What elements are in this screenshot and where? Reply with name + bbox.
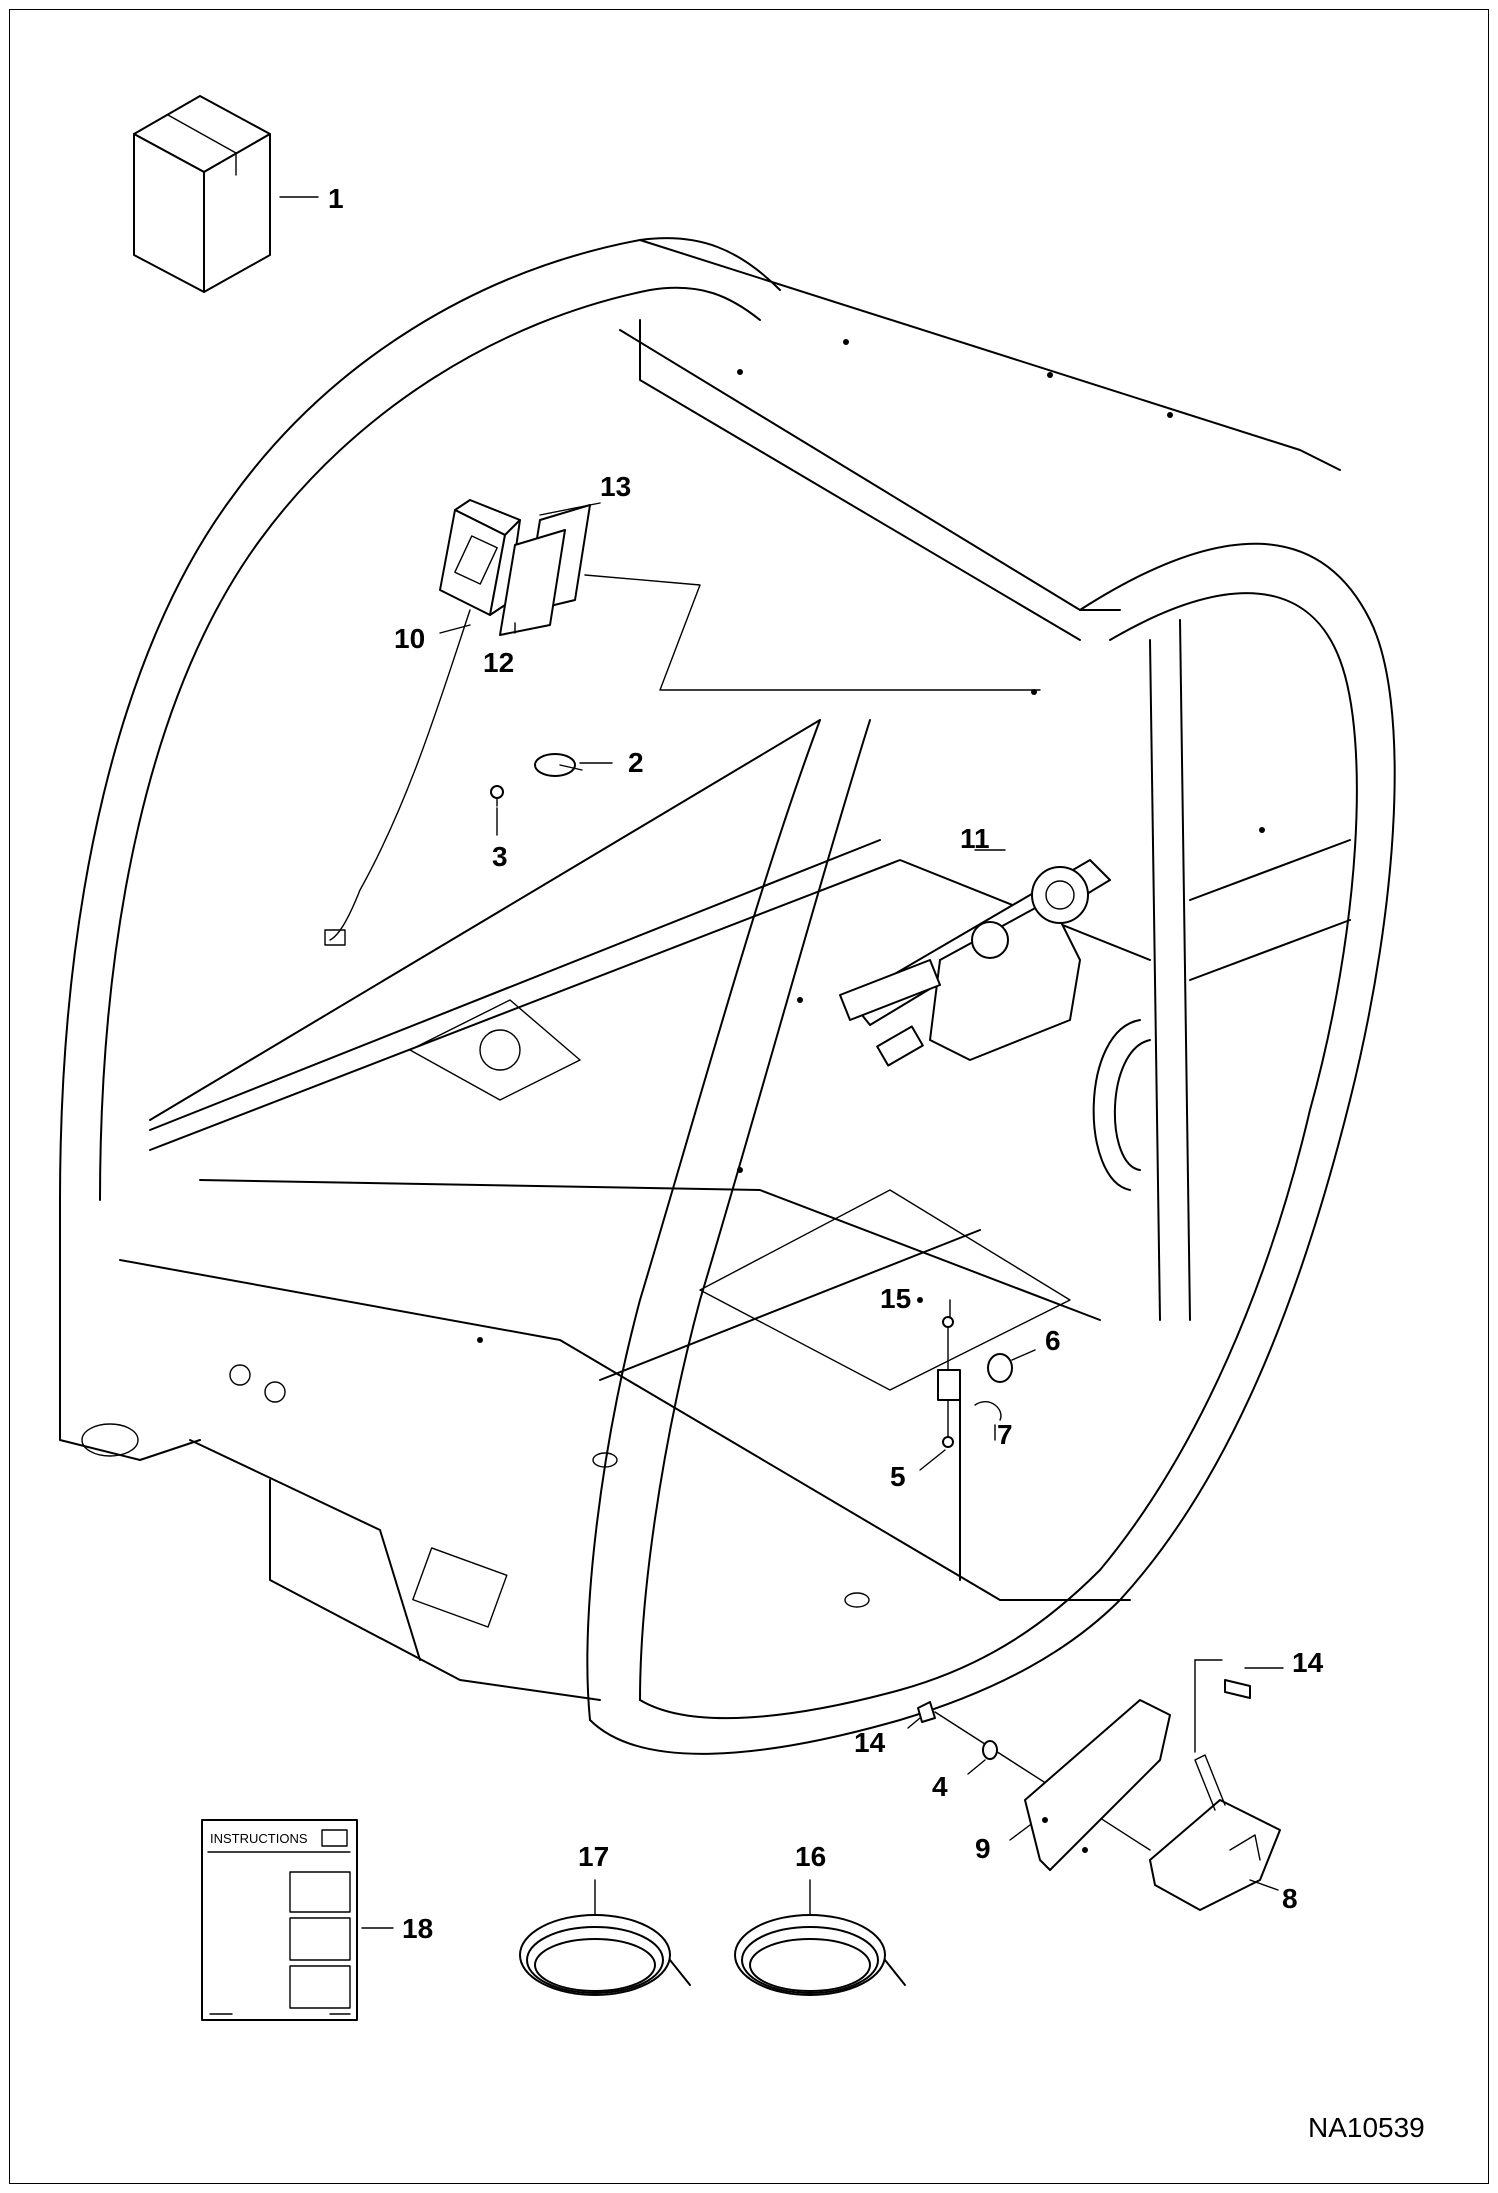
callout-5: 5 bbox=[890, 1461, 906, 1492]
fastener-stack bbox=[937, 1316, 1013, 1448]
kit-box bbox=[133, 95, 271, 293]
coiled-seal-17 bbox=[519, 1914, 691, 1996]
callout-14-lower: 14 bbox=[854, 1727, 886, 1758]
clip-and-screw bbox=[490, 753, 583, 807]
instructions-sheet: INSTRUCTIONS bbox=[201, 1819, 358, 2021]
callout-8: 8 bbox=[1282, 1883, 1298, 1914]
callout-9: 9 bbox=[975, 1833, 991, 1864]
callout-1: 1 bbox=[328, 183, 344, 214]
callout-16: 16 bbox=[795, 1841, 826, 1872]
mounting-plate-assembly bbox=[917, 1659, 1281, 1911]
callout-6: 6 bbox=[1045, 1325, 1061, 1356]
callout-13: 13 bbox=[600, 471, 631, 502]
leader-lines bbox=[279, 196, 1284, 1929]
callout-11: 11 bbox=[960, 823, 990, 854]
callout-12: 12 bbox=[483, 647, 514, 678]
callout-2: 2 bbox=[628, 747, 644, 778]
instructions-title: INSTRUCTIONS bbox=[210, 1831, 308, 1846]
drawing-id: NA10539 bbox=[1308, 2112, 1425, 2143]
page-border bbox=[9, 9, 1489, 2184]
switch-assembly bbox=[324, 499, 1041, 946]
callout-10: 10 bbox=[394, 623, 425, 654]
callout-17: 17 bbox=[578, 1841, 609, 1872]
callout-18: 18 bbox=[402, 1913, 433, 1944]
callout-7: 7 bbox=[997, 1419, 1013, 1450]
cab-frame bbox=[59, 237, 1396, 1755]
callout-3: 3 bbox=[492, 841, 508, 872]
callout-4: 4 bbox=[932, 1771, 948, 1802]
latch-assembly bbox=[839, 859, 1111, 1067]
coiled-seal-16 bbox=[734, 1914, 906, 1996]
callout-14-upper: 14 bbox=[1292, 1647, 1324, 1678]
callout-labels: 1 2 3 4 5 6 7 8 9 10 11 12 13 14 14 15 1… bbox=[328, 183, 1324, 1944]
callout-15: 15 bbox=[880, 1283, 911, 1314]
